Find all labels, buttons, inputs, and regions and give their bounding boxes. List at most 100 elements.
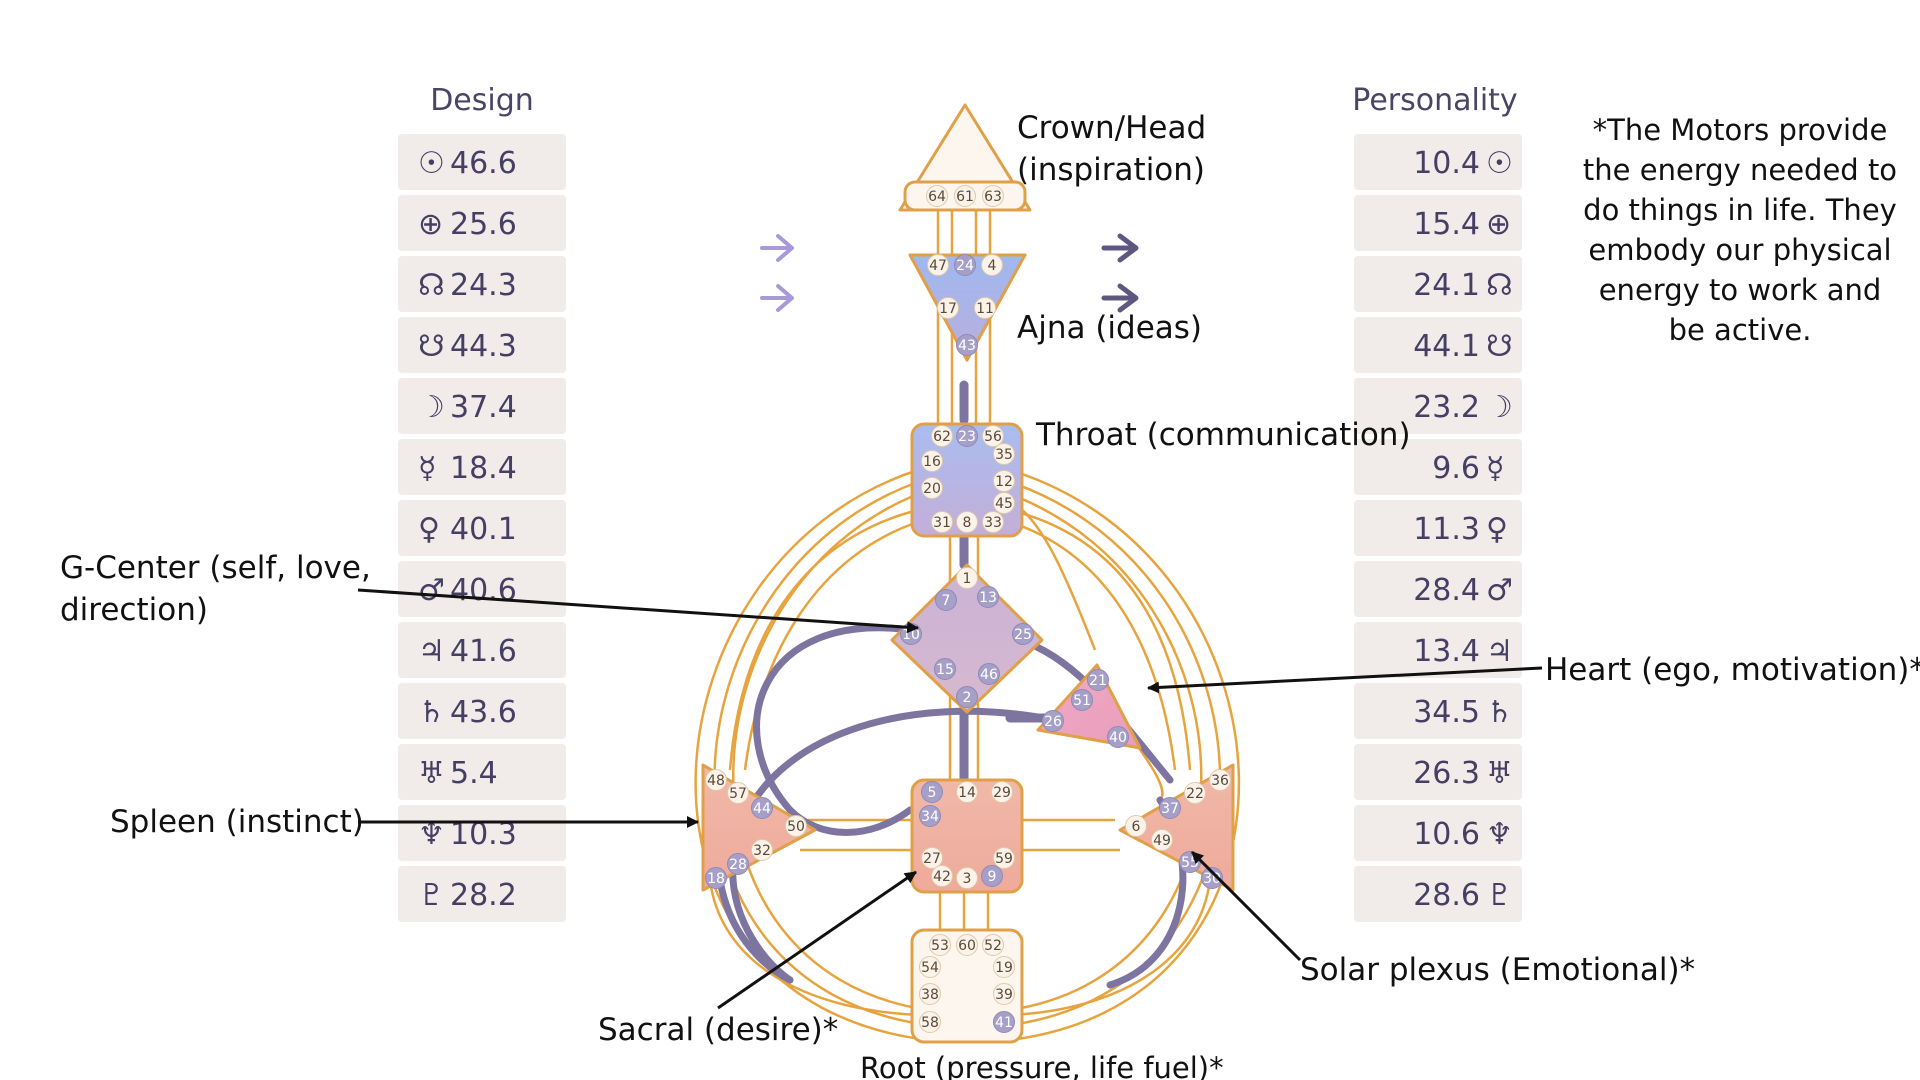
personality-value: 26.3 — [1413, 756, 1480, 791]
note-line: do things in life. They — [1583, 193, 1897, 227]
personality-row: 15.4⊕ — [1354, 195, 1522, 251]
gate-number: 38 — [921, 987, 939, 1003]
gate-number: 62 — [933, 429, 951, 445]
gate-circle — [931, 865, 953, 887]
gate-number: 16 — [923, 454, 941, 470]
gate-number: 9 — [988, 869, 997, 885]
gate-number: 25 — [1014, 627, 1032, 643]
gate-62: 62 — [931, 425, 953, 447]
personality-row: 23.2☽ — [1354, 378, 1522, 434]
design-cell — [398, 805, 566, 861]
gate-circle — [935, 589, 957, 611]
solar-plexus-pointer — [1190, 850, 1302, 962]
gate-number: 43 — [958, 338, 976, 354]
gate-58: 58 — [919, 1011, 941, 1033]
gate-circle — [956, 567, 978, 589]
gate-46: 46 — [978, 663, 1000, 685]
gate-number: 2 — [963, 690, 972, 706]
personality-cell — [1354, 500, 1522, 556]
design-value: 41.6 — [450, 634, 517, 669]
gate-circle — [1151, 829, 1173, 851]
g-center-label: G-Center (self, love, — [60, 550, 371, 586]
gate-43: 43 — [956, 334, 978, 356]
mars-icon: ♂ — [418, 573, 445, 608]
gate-circle — [982, 511, 1004, 533]
gate-circle — [751, 797, 773, 819]
crown-label: Crown/Head — [1017, 110, 1206, 146]
gate-circle — [978, 663, 1000, 685]
gate-number: 28 — [729, 857, 747, 873]
gate-52: 52 — [982, 934, 1004, 956]
gate-28: 28 — [727, 853, 749, 875]
gate-circle — [727, 782, 749, 804]
gate-number: 60 — [958, 938, 976, 954]
gate-35: 35 — [993, 443, 1015, 465]
gate-number: 39 — [995, 987, 1013, 1003]
gate-circle — [921, 781, 943, 803]
gate-number: 26 — [1044, 714, 1062, 730]
gate-number: 51 — [1073, 693, 1091, 709]
gate-circle — [981, 254, 1003, 276]
gate-18: 18 — [705, 867, 727, 889]
moon-icon: ☽ — [1486, 390, 1513, 425]
gate-23: 23 — [956, 425, 978, 447]
gate-circle — [993, 492, 1015, 514]
g-center-pointer — [357, 588, 919, 634]
gate-63: 63 — [982, 185, 1004, 207]
design-cell — [398, 622, 566, 678]
personality-column: 10.4☉15.4⊕24.1☊44.1☋23.2☽9.6☿11.3♀28.4♂1… — [1354, 134, 1522, 922]
uranus-icon: ♅ — [1486, 756, 1513, 791]
gate-number: 33 — [984, 515, 1002, 531]
gate-number: 63 — [984, 189, 1002, 205]
mercury-icon: ☿ — [1486, 451, 1504, 486]
gate-48: 48 — [705, 769, 727, 791]
design-cell — [398, 317, 566, 373]
solar-plexus-label: Solar plexus (Emotional)* — [1300, 952, 1695, 988]
uranus-icon: ♅ — [418, 756, 445, 791]
gate-number: 23 — [958, 429, 976, 445]
personality-cell — [1354, 805, 1522, 861]
gate-40: 40 — [1107, 726, 1129, 748]
sacral-label: Sacral (desire)* — [598, 1012, 838, 1048]
gate-circle — [956, 781, 978, 803]
gate-circle — [982, 934, 1004, 956]
gate-circle — [921, 847, 943, 869]
gate-number: 4 — [988, 258, 997, 274]
personality-row: 10.6♆ — [1354, 805, 1522, 861]
gate-32: 32 — [751, 839, 773, 861]
personality-cell — [1354, 683, 1522, 739]
gate-circle — [1107, 726, 1129, 748]
gate-21: 21 — [1087, 669, 1109, 691]
gate-number: 41 — [995, 1015, 1013, 1031]
design-cell — [398, 378, 566, 434]
personality-value: 10.4 — [1413, 146, 1480, 181]
gate-circle — [991, 781, 1013, 803]
personality-row: 13.4♃ — [1354, 622, 1522, 678]
gate-8: 8 — [956, 511, 978, 533]
gate-27: 27 — [921, 847, 943, 869]
personality-cell — [1354, 256, 1522, 312]
mars-icon: ♂ — [1486, 573, 1513, 608]
design-column: ☉46.6⊕25.6☊24.3☋44.3☽37.4☿18.4♀40.1♂40.6… — [398, 134, 566, 922]
gate-47: 47 — [927, 254, 949, 276]
gate-circle — [705, 769, 727, 791]
gate-circle — [956, 934, 978, 956]
sun-icon: ☉ — [1486, 146, 1513, 181]
gate-circle — [1159, 797, 1181, 819]
gate-number: 36 — [1211, 773, 1229, 789]
gate-61: 61 — [954, 185, 976, 207]
heart-label: Heart (ego, motivation)* — [1545, 652, 1920, 688]
gate-circle — [919, 956, 941, 978]
gate-circle — [705, 867, 727, 889]
gate-number: 27 — [923, 851, 941, 867]
gate-42: 42 — [931, 865, 953, 887]
design-row: ♃41.6 — [398, 622, 566, 678]
design-value: 37.4 — [450, 390, 517, 425]
ajna-label: Ajna (ideas) — [1017, 310, 1202, 346]
design-row: ♀40.1 — [398, 500, 566, 556]
gate-5: 5 — [921, 781, 943, 803]
gate-circle — [956, 686, 978, 708]
personality-value: 23.2 — [1413, 390, 1480, 425]
gate-4: 4 — [981, 254, 1003, 276]
personality-cell — [1354, 561, 1522, 617]
